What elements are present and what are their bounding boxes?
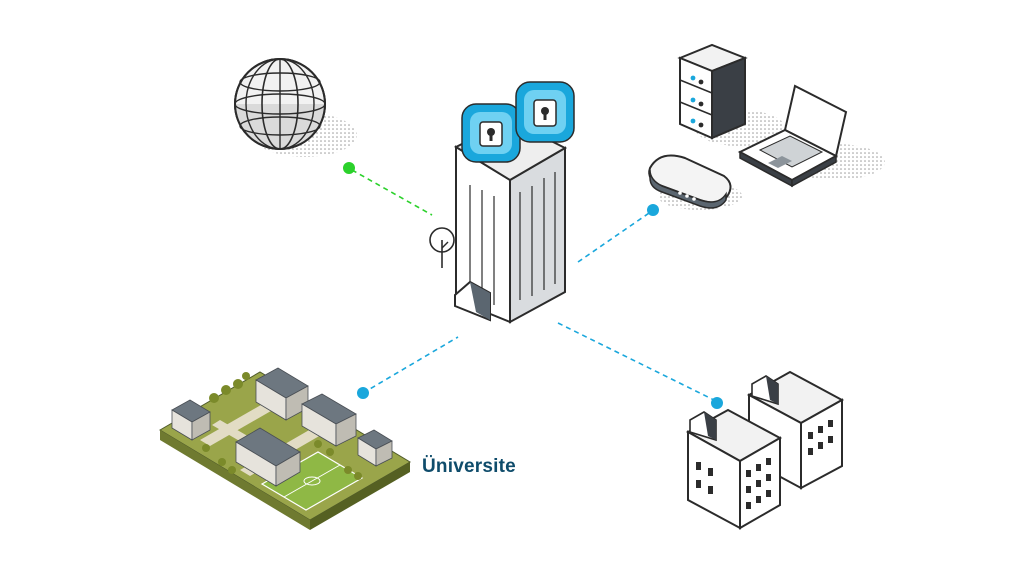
link-devices bbox=[577, 210, 653, 263]
link-offices bbox=[557, 322, 717, 402]
tree-icon bbox=[429, 227, 455, 268]
university-campus-icon bbox=[159, 367, 411, 530]
link-globe bbox=[351, 169, 433, 216]
server-icon bbox=[677, 43, 785, 146]
connection-lines bbox=[343, 162, 723, 409]
padlock-icon bbox=[515, 81, 575, 143]
padlock-icon bbox=[461, 103, 521, 163]
link-university bbox=[362, 336, 459, 394]
data-center-tower-icon bbox=[429, 81, 575, 324]
internet-globe-icon bbox=[234, 58, 357, 157]
laptop-icon bbox=[737, 84, 885, 188]
office-buildings-icon bbox=[685, 370, 845, 530]
university-label: Üniversite bbox=[422, 456, 516, 477]
node-dot-offices bbox=[711, 397, 723, 409]
node-dot-globe bbox=[343, 162, 355, 174]
node-dot-university bbox=[357, 387, 369, 399]
router-icon bbox=[648, 154, 742, 210]
node-dot-devices bbox=[647, 204, 659, 216]
